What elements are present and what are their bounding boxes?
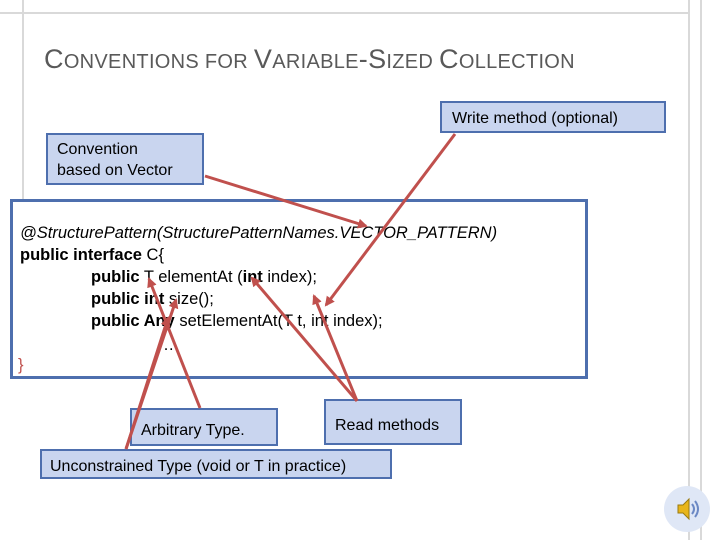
frame-left-line: [22, 0, 24, 200]
title-part: OLLECTION: [458, 51, 575, 73]
arrow-read-to-size: [312, 294, 359, 402]
title-part: ARIABLE: [272, 51, 359, 73]
title-part: -S: [358, 44, 387, 74]
code-element-at: public T elementAt (int index);: [91, 268, 317, 287]
code-text: setElementAt(T t, int index);: [174, 312, 383, 330]
frame-top-line: [0, 12, 690, 14]
unconstrained-type-callout: Unconstrained Type (void or T in practic…: [40, 449, 392, 479]
code-text: size();: [164, 290, 214, 308]
write-method-label: Write method (optional): [452, 110, 618, 127]
arbitrary-type-callout: Arbitrary Type.: [130, 408, 278, 446]
title-part: ONVENTIONS FOR: [63, 51, 254, 73]
code-keyword: public int: [91, 290, 165, 308]
title-part: C: [44, 44, 64, 74]
code-text: T elementAt (: [139, 268, 243, 286]
title-part: C: [439, 44, 459, 74]
slide-title: CONVENTIONS FOR VARIABLE-SIZED COLLECTIO…: [44, 44, 575, 75]
code-size: public int size();: [91, 290, 214, 309]
code-interface-decl: public interface C{: [20, 246, 164, 265]
arrow-write-to-setelement: [324, 133, 457, 307]
title-part: V: [253, 44, 273, 74]
frame-right-line-inner: [700, 0, 702, 540]
code-keyword: public interface: [20, 246, 142, 264]
code-keyword: public: [91, 268, 140, 286]
convention-callout: Convention based on Vector: [46, 133, 204, 185]
speaker-button[interactable]: [664, 486, 710, 532]
convention-label-line2: based on Vector: [57, 162, 173, 179]
speaker-icon: [677, 497, 699, 521]
frame-right-line-outer: [688, 0, 690, 540]
read-methods-label: Read methods: [335, 417, 440, 434]
code-text: C{: [141, 246, 164, 264]
code-keyword: public: [91, 312, 140, 330]
write-method-callout: Write method (optional): [440, 101, 666, 133]
arbitrary-type-label: Arbitrary Type.: [141, 422, 245, 439]
arrow-unconstrained-to-any: [124, 316, 171, 450]
arrow-arbitrary-to-t: [147, 277, 202, 409]
code-close-brace: }: [18, 356, 24, 374]
title-part: IZED: [386, 51, 440, 73]
convention-label-line1: Convention: [57, 141, 138, 158]
unconstrained-type-label: Unconstrained Type (void or T in practic…: [50, 458, 347, 475]
arrow-convention-to-vector: [204, 174, 368, 229]
code-box: [10, 199, 588, 379]
arrow-read-to-elementat: [250, 276, 359, 402]
read-methods-callout: Read methods: [324, 399, 462, 445]
code-text: index);: [262, 268, 317, 286]
